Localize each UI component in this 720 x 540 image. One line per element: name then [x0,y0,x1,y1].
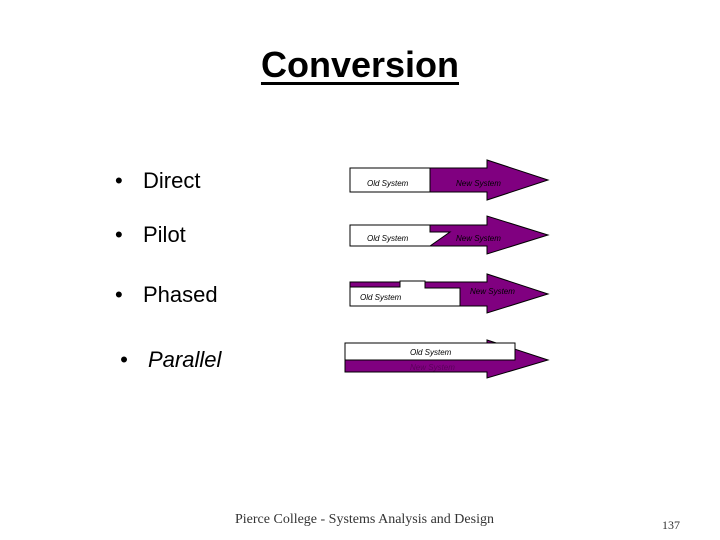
bullet-dot: • [120,347,128,372]
old-system-box [349,280,461,307]
pilot-diagram: Old System New System [349,215,550,255]
bullet-parallel: • Parallel [120,347,221,373]
bullet-text: Parallel [148,347,222,372]
parallel-diagram: Old System New System [344,339,550,379]
old-system-box [344,342,516,361]
old-system-box [349,167,431,193]
new-system-arrow [429,159,550,201]
bullet-direct: • Direct [115,168,200,194]
page-number: 137 [662,518,680,532]
bullet-dot: • [115,282,123,307]
bullet-pilot: • Pilot [115,222,186,248]
old-system-label: Old System [410,348,452,357]
bullet-phased: • Phased [115,282,218,308]
new-system-label: New System [456,234,501,243]
direct-diagram: Old System New System [349,159,550,201]
bullet-dot: • [115,222,123,247]
slide-title: Conversion [0,44,720,86]
bullet-text: Phased [143,282,218,307]
phased-diagram: Old System New System [349,273,550,314]
bullet-text: Direct [143,168,201,193]
old-system-label: Old System [367,179,409,188]
slide-title-text: Conversion [260,44,460,85]
new-system-label: New System [470,287,515,296]
old-system-label: Old System [360,293,402,302]
new-system-label: New System [410,363,455,372]
bullet-text: Pilot [143,222,186,247]
old-system-label: Old System [367,234,409,243]
bullet-dot: • [115,168,123,193]
old-system-box [349,224,452,247]
new-system-label: New System [456,179,501,188]
footer-text: Pierce College - Systems Analysis and De… [235,512,494,527]
